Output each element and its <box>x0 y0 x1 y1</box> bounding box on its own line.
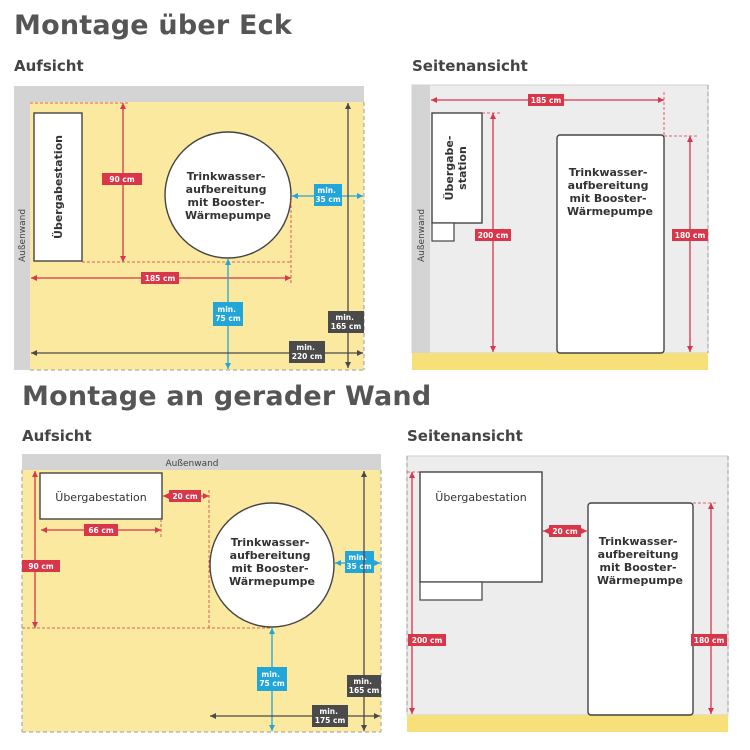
dim-90cm: 90 cm <box>28 562 53 571</box>
heat-pump-unit <box>209 502 335 628</box>
dimension-badge <box>528 94 564 106</box>
floor <box>412 353 708 370</box>
wall-label: Außenwand <box>417 209 427 262</box>
dimension-badge <box>691 634 727 646</box>
transfer-station-label-line2: station <box>456 146 469 190</box>
dimension-badge <box>289 341 325 363</box>
wall-label: Außenwand <box>18 209 28 262</box>
dim-min-35cm: min. 35 cm <box>315 186 340 204</box>
dim-min-35cm: min. 35 cm <box>346 553 371 571</box>
heat-pump-label: Trinkwasser- aufbereitung mit Booster- W… <box>567 166 653 218</box>
transfer-station <box>33 112 83 262</box>
dimension-badge <box>408 634 446 646</box>
heading-corner-plan: Aufsicht <box>14 57 84 75</box>
dimension-badge <box>169 490 201 502</box>
dim-min-75cm: min. 75 cm <box>215 305 240 323</box>
dim-180cm: 180 cm <box>694 636 725 645</box>
title-corner: Montage über Eck <box>14 10 292 41</box>
transfer-station-label: Übergabestation <box>55 491 146 504</box>
dimension-badge <box>345 551 374 573</box>
dimension-badge <box>257 667 287 691</box>
dim-min-165cm: min. 165 cm <box>349 677 380 695</box>
dim-min-220cm: min. 220 cm <box>292 343 323 361</box>
dim-200cm: 200 cm <box>478 231 509 240</box>
dim-185cm: 185 cm <box>145 274 176 283</box>
transfer-station <box>39 472 163 520</box>
dim-180cm: 180 cm <box>675 231 706 240</box>
heat-pump-label: Trinkwasser- aufbereitung mit Booster- W… <box>229 536 315 588</box>
dim-90cm: 90 cm <box>109 175 134 184</box>
straight-side-diagram: Übergabestation Trinkwasser- aufbereitun… <box>406 455 729 732</box>
transfer-station-base <box>419 581 483 601</box>
wall-label: Außenwand <box>165 459 218 469</box>
corner-side-diagram: Außenwand Übergabe- station Trinkwasser-… <box>411 84 709 370</box>
straight-plan-diagram: Außenwand Übergabestation Trinkwasser- a… <box>21 454 382 733</box>
dim-20cm: 20 cm <box>172 492 197 501</box>
heading-corner-side: Seitenansicht <box>412 57 528 75</box>
heat-pump-unit <box>587 502 694 716</box>
dimension-badge <box>549 525 581 537</box>
transfer-station-label: Übergabestation <box>435 491 526 504</box>
dimension-badge <box>672 229 708 241</box>
dim-min-75cm: min. 75 cm <box>259 670 284 688</box>
dimension-badge <box>314 184 342 206</box>
transfer-station <box>431 112 483 224</box>
dimension-badge <box>22 560 60 572</box>
dimension-badge <box>84 524 118 536</box>
dimension-badge <box>141 272 179 284</box>
heat-pump-unit <box>164 131 292 259</box>
dimension-badge <box>328 311 364 333</box>
dimension-badge <box>213 302 243 326</box>
dimension-badge <box>312 705 348 727</box>
heat-pump-label: Trinkwasser- aufbereitung mit Booster- W… <box>185 170 271 222</box>
wall <box>22 454 381 470</box>
transfer-station <box>419 471 543 583</box>
dim-200cm: 200 cm <box>412 636 443 645</box>
transfer-station-base <box>431 222 455 242</box>
dimension-badge <box>102 173 142 185</box>
heat-pump-unit <box>556 134 665 354</box>
floor <box>407 715 728 732</box>
heat-pump-label: Trinkwasser- aufbereitung mit Booster- W… <box>597 535 683 587</box>
corner-plan-diagram: Außenwand Übergabestation Trinkwasser- a… <box>14 86 365 371</box>
dim-20cm: 20 cm <box>552 527 577 536</box>
dim-66cm: 66 cm <box>88 526 113 535</box>
dim-min-175cm: min. 175 cm <box>315 707 346 725</box>
dim-min-165cm: min. 165 cm <box>331 313 362 331</box>
dim-185cm: 185 cm <box>531 96 562 105</box>
heading-straight-plan: Aufsicht <box>22 427 92 445</box>
heading-straight-side: Seitenansicht <box>407 427 523 445</box>
dimension-badge <box>347 675 381 697</box>
transfer-station-label-line1: Übergabe- <box>442 136 456 201</box>
wall <box>412 85 430 353</box>
dimension-badge <box>475 229 511 241</box>
title-straight: Montage an gerader Wand <box>22 381 432 412</box>
transfer-station-label: Übergabestation <box>51 135 65 239</box>
